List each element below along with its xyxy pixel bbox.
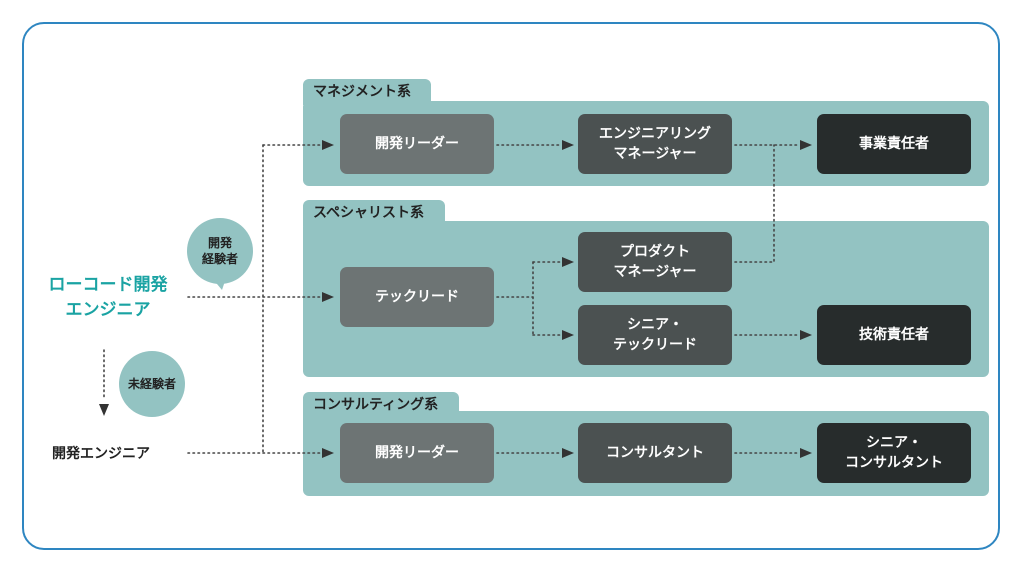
bubble-inexperienced: 未経験者 — [119, 351, 185, 417]
node-senior-consultant: シニア・ コンサルタント — [817, 423, 971, 483]
diagram-frame — [22, 22, 1000, 550]
node-senior-tech-lead: シニア・ テックリード — [578, 305, 732, 365]
node-engineering-manager: エンジニアリング マネージャー — [578, 114, 732, 174]
node-product-manager: プロダクト マネージャー — [578, 232, 732, 292]
node-dev-leader-management: 開発リーダー — [340, 114, 494, 174]
bubble-experienced: 開発 経験者 — [187, 218, 253, 284]
node-dev-leader-consulting: 開発リーダー — [340, 423, 494, 483]
group-consulting-label: コンサルティング系 — [303, 392, 459, 418]
start-lowcode-engineer: ローコード開発 エンジニア — [48, 275, 168, 320]
start-dev-engineer: 開発エンジニア — [52, 446, 150, 462]
group-management-label: マネジメント系 — [303, 79, 431, 105]
node-technical-executive: 技術責任者 — [817, 305, 971, 365]
group-specialist-label: スペシャリスト系 — [303, 200, 445, 226]
node-tech-lead: テックリード — [340, 267, 494, 327]
node-business-executive: 事業責任者 — [817, 114, 971, 174]
node-consultant: コンサルタント — [578, 423, 732, 483]
